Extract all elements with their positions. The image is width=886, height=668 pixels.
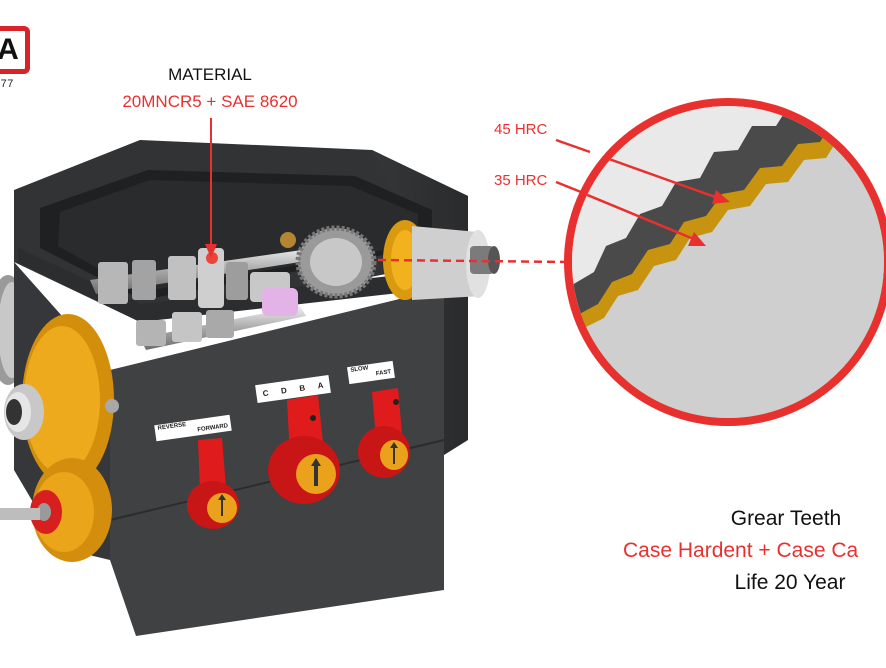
plate-gear-c: C [262, 388, 270, 398]
material-title: MATERIAL [168, 65, 252, 84]
left-lower-flange [0, 458, 112, 562]
feature-gear-teeth: Grear Teeth [730, 507, 842, 530]
feature-lifetime: Life 20 Year [734, 571, 846, 594]
plate-gear-a: A [316, 380, 324, 390]
brand-logo: A [0, 26, 30, 74]
housing-bolt [105, 399, 119, 413]
feature-case-hardened: Case Hardent + Case Ca [623, 539, 859, 562]
hrc-inner-label: 35 HRC [494, 172, 548, 189]
zoom-circle [555, 98, 886, 426]
material-value: 20MNCR5 + SAE 8620 [122, 92, 298, 111]
lever-speed[interactable] [358, 388, 410, 478]
material-arrow [205, 244, 217, 258]
left-flange [4, 314, 114, 486]
plate-gear-b: B [298, 382, 306, 393]
hrc-outer-label: 45 HRC [494, 121, 548, 138]
zoom-leader-dashed [377, 258, 571, 264]
logo-letter: A [0, 33, 19, 66]
lever-gear-select[interactable] [268, 395, 340, 504]
large-gear [280, 225, 377, 299]
lever-direction[interactable] [187, 438, 239, 529]
plate-gear-d: D [280, 385, 288, 396]
logo-year: 977 [0, 78, 14, 90]
gear-set [98, 248, 298, 346]
